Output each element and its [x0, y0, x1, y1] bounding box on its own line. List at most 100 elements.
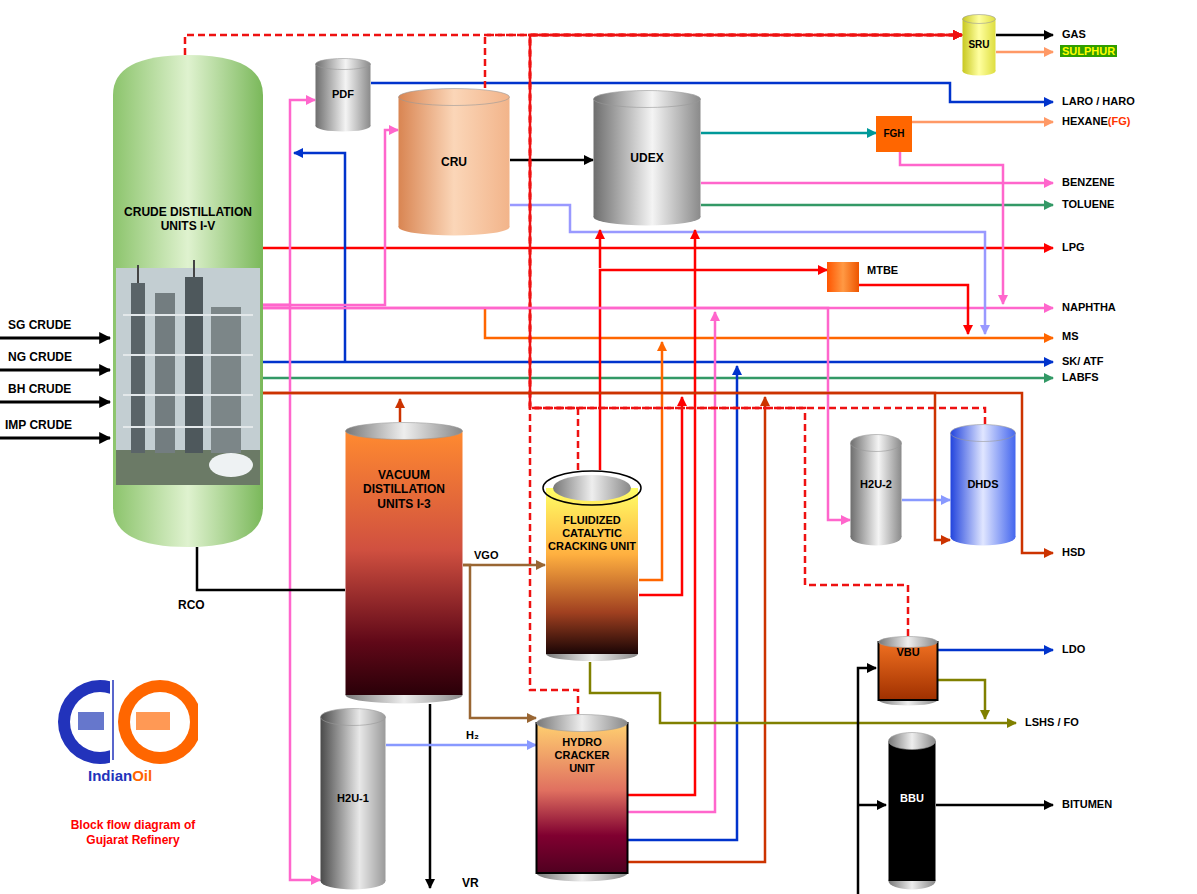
flow-line	[936, 804, 1053, 807]
flow-line	[628, 230, 695, 795]
unit-label: FLUIDIZED CATALYTIC CRACKING UNIT	[548, 514, 636, 554]
flow-line	[900, 152, 1003, 304]
unit-vessel: SRU	[962, 14, 996, 76]
flow-line	[858, 668, 876, 894]
flow-line	[938, 680, 985, 719]
flow-line	[996, 51, 1053, 54]
logo-circle	[118, 680, 198, 764]
feed-arrow	[0, 437, 110, 440]
label-group: BENZENE	[1062, 176, 1115, 189]
label-group: MS	[1062, 330, 1079, 343]
flow-connector	[600, 270, 827, 470]
feed-arrow	[0, 337, 110, 340]
feed-arrow	[0, 369, 110, 372]
stream-label: H₂	[466, 729, 479, 742]
unit-vessel: CRUDE DISTILLATION UNITS I-V	[113, 55, 263, 547]
flow-connector	[463, 564, 545, 567]
product-label: SK/ ATF	[1062, 355, 1104, 367]
stream-label-text: H₂	[466, 729, 479, 741]
unit-label: H2U-1	[324, 792, 382, 805]
flow-line	[628, 366, 737, 840]
product-label: BH CRUDE	[8, 382, 71, 396]
label-group: SG CRUDE	[8, 318, 71, 332]
flow-line	[599, 230, 602, 268]
unit-label: PDF	[319, 88, 367, 101]
logo-circle	[130, 692, 190, 752]
unit-vessel: PDF	[315, 58, 371, 132]
unit-vessel: UDEX	[593, 90, 701, 226]
flow-line	[639, 342, 662, 580]
label-group: IndianOil	[88, 767, 152, 785]
stream-label-text: VGO	[474, 549, 498, 561]
label-group: HSD	[1062, 546, 1085, 559]
unit-label: VBU	[882, 646, 934, 659]
unit-vessel: VACUUM DISTILLATION UNITS I-3	[345, 422, 463, 704]
flow-connector	[485, 35, 962, 88]
label-group: BH CRUDE	[8, 382, 71, 396]
logo	[58, 680, 202, 764]
logo-circle	[58, 680, 110, 764]
flow-line	[262, 361, 1053, 364]
label-group: VR	[462, 876, 479, 890]
product-label: VR	[462, 876, 479, 890]
label-group: LABFS	[1062, 371, 1099, 384]
flow-connector	[185, 35, 962, 55]
flow-connector	[510, 159, 593, 162]
unit-vessel: CRU	[398, 88, 510, 236]
unit-label: HYDRO CRACKER UNIT	[542, 736, 622, 776]
unit-vessel: MTBE	[827, 262, 859, 292]
unit-label: CRU	[402, 155, 506, 169]
label-group: NAPHTHA	[1062, 301, 1116, 314]
product-label: LSHS / FO	[1025, 716, 1079, 728]
flow-line	[429, 704, 432, 888]
product-label: HEXANE	[1062, 115, 1108, 127]
product-label: SG CRUDE	[8, 318, 71, 332]
product-label: LDO	[1062, 643, 1085, 655]
label-group: SULPHUR	[1060, 45, 1117, 58]
flow-line	[590, 662, 1016, 723]
label-group: TOLUENE	[1062, 198, 1114, 211]
flow-connector	[263, 100, 315, 305]
label-group: NG CRUDE	[8, 350, 72, 364]
flow-line	[639, 397, 682, 595]
flow-line	[858, 804, 886, 807]
label-group: LSHS / FO	[1025, 716, 1079, 729]
caption: Block flow diagram of Gujarat Refinery	[58, 818, 208, 848]
stream-label: RCO	[178, 598, 205, 612]
product-label: LABFS	[1062, 371, 1099, 383]
flow-connector	[463, 565, 536, 718]
flow-line	[628, 397, 765, 862]
feed-arrow	[0, 401, 110, 404]
vessel-shape	[113, 55, 263, 547]
flow-connector	[530, 35, 962, 714]
unit-vessel: FGH	[876, 116, 912, 152]
flow-line	[701, 182, 1053, 185]
unit-label: CRUDE DISTILLATION UNITS I-V	[123, 205, 253, 234]
product-label: MS	[1062, 330, 1079, 342]
product-label: LPG	[1062, 241, 1085, 253]
flow-line	[399, 399, 402, 422]
product-label: IMP CRUDE	[5, 418, 72, 432]
unit-label: FGH	[880, 128, 908, 140]
unit-label: DHDS	[954, 478, 1012, 491]
flow-connector	[902, 499, 950, 502]
logo-circle	[70, 692, 110, 752]
flow-line	[912, 121, 1053, 124]
product-label: TOLUENE	[1062, 198, 1114, 210]
vessel-shape	[345, 422, 463, 704]
product-label: Indian	[88, 767, 132, 784]
unit-vessel: FLUIDIZED CATALYTIC CRACKING UNIT	[545, 470, 639, 662]
unit-label: SRU	[966, 39, 992, 51]
flow-line	[701, 204, 1053, 207]
label-group: SK/ ATF	[1062, 355, 1104, 368]
flow-connector	[386, 744, 536, 747]
vessel-shape	[888, 732, 936, 890]
flow-line	[262, 377, 1053, 380]
flow-line	[262, 247, 1053, 250]
flow-connector	[263, 130, 398, 305]
product-label: NG CRUDE	[8, 350, 72, 364]
label-group: BITUMEN	[1062, 798, 1112, 811]
label-group: IMP CRUDE	[5, 418, 72, 432]
stream-label: VGO	[474, 549, 498, 562]
flow-connector	[701, 132, 876, 135]
